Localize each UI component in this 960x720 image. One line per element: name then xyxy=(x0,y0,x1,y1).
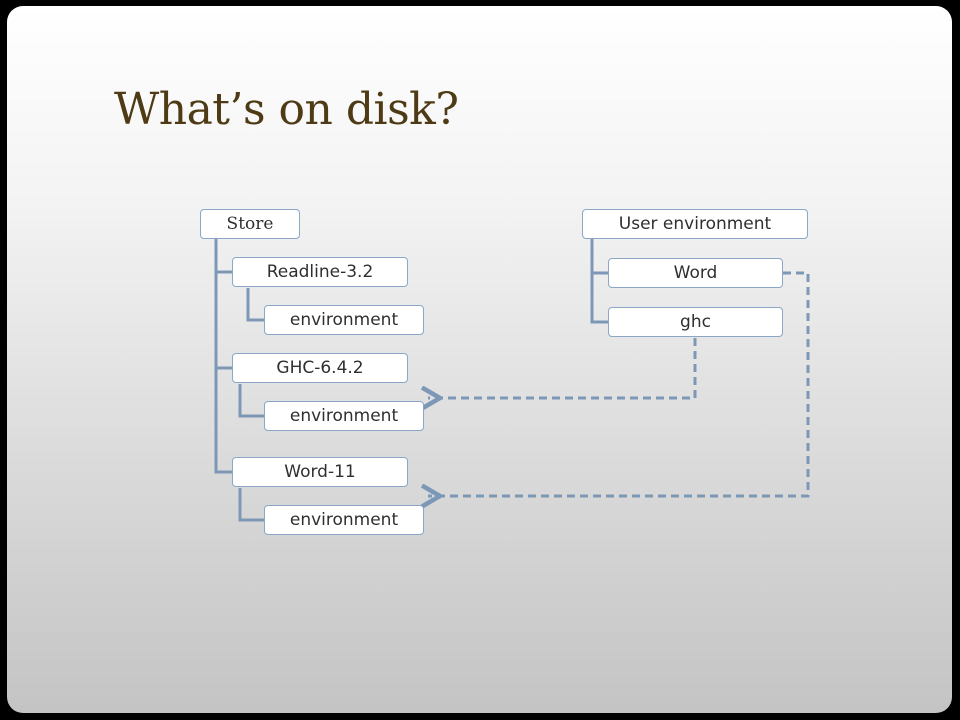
user-environment-root-node: User environment xyxy=(582,209,808,239)
word11-package-node: Word-11 xyxy=(232,457,408,487)
ghc-child-connector xyxy=(238,384,264,418)
word11-environment-node: environment xyxy=(264,505,424,535)
slide-title: What’s on disk? xyxy=(114,84,459,135)
readline-child-connector xyxy=(246,288,264,322)
store-root-node: Store xyxy=(200,209,300,239)
ghc-environment-node: environment xyxy=(264,401,424,431)
slide: What’s on disk? xyxy=(7,6,952,713)
word11-child-connector xyxy=(238,488,264,522)
user-ghc-node: ghc xyxy=(608,307,783,337)
ghc-package-node: GHC-6.4.2 xyxy=(232,353,408,383)
word-link-arrow xyxy=(428,271,810,496)
store-tree-spine xyxy=(214,239,232,474)
ghc-link-arrow xyxy=(428,338,697,398)
readline-package-node: Readline-3.2 xyxy=(232,257,408,287)
readline-environment-node: environment xyxy=(264,305,424,335)
user-tree-spine xyxy=(590,239,608,324)
user-word-node: Word xyxy=(608,258,783,288)
